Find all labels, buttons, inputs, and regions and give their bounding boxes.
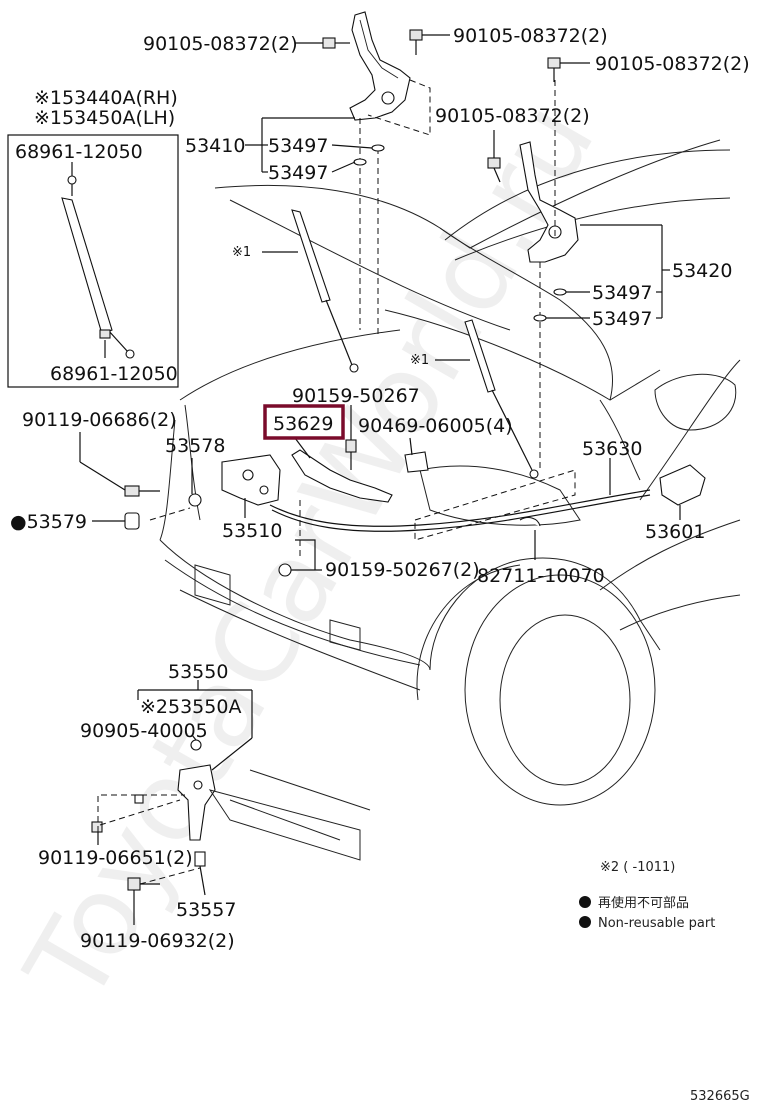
label-90119-06686[interactable]: 90119-06686(2) [22, 409, 177, 431]
label-53550[interactable]: 53550 [168, 661, 228, 683]
label-53497-b[interactable]: 53497 [268, 162, 328, 184]
hood-hinge-lh [349, 11, 431, 335]
hood-release-cable [269, 464, 706, 577]
label-68961-bottom[interactable]: 68961-12050 [50, 363, 178, 385]
label-53420[interactable]: 53420 [672, 260, 732, 282]
label-53629[interactable]: 53629 [273, 413, 333, 435]
label-53578[interactable]: 53578 [165, 435, 225, 457]
highlight-box [263, 404, 345, 440]
hood-lock-support [291, 439, 429, 503]
label-90159-bottom[interactable]: 90159-50267(2) [325, 559, 480, 581]
label-53410[interactable]: 53410 [185, 135, 245, 157]
label-90905[interactable]: 90905-40005 [80, 720, 208, 742]
legend: ※2 ( -1011) 再使用不可部品 Non-reusable part [579, 860, 715, 931]
label-90105-top-right[interactable]: 90105-08372(2) [595, 53, 750, 75]
label-82711[interactable]: 82711-10070 [477, 565, 605, 587]
legend-dot-en [579, 916, 591, 928]
label-53510[interactable]: 53510 [222, 520, 282, 542]
bolt-group [322, 29, 567, 322]
label-90105-top-center[interactable]: 90105-08372(2) [453, 25, 608, 47]
label-mark1-left[interactable]: ※1 [232, 245, 251, 260]
legend-note-mark2: ※2 ( -1011) [600, 860, 675, 875]
legend-nonreusable-en: Non-reusable part [598, 916, 715, 931]
watermark-text: ToyotaCarWorld.ru [1, 81, 619, 1023]
strut-inset-box [7, 134, 179, 388]
label-53450A[interactable]: ※153450A(LH) [34, 107, 175, 129]
label-68961-top[interactable]: 68961-12050 [15, 141, 143, 163]
legend-nonreusable-jp: 再使用不可部品 [598, 895, 689, 911]
label-53440A[interactable]: ※153440A(RH) [34, 87, 178, 109]
label-53630[interactable]: 53630 [582, 438, 642, 460]
label-90159-top[interactable]: 90159-50267 [292, 385, 420, 407]
label-53497-a[interactable]: 53497 [268, 135, 328, 157]
label-53579[interactable]: ●53579 [10, 511, 87, 533]
drawing-number: 532665G [690, 1089, 750, 1104]
label-90119-06932[interactable]: 90119-06932(2) [80, 930, 235, 952]
label-90105-mid-right[interactable]: 90105-08372(2) [435, 105, 590, 127]
hood-hinge-rh [519, 80, 579, 470]
leader-lines [71, 34, 681, 925]
label-90469[interactable]: 90469-06005(4) [358, 415, 513, 437]
dashed-guides [149, 469, 576, 560]
label-90105-top-left[interactable]: 90105-08372(2) [143, 33, 298, 55]
hood-struts [291, 209, 539, 479]
label-90119-06651[interactable]: 90119-06651(2) [38, 847, 193, 869]
part-labels: 90105-08372(2) 90105-08372(2) 90105-0837… [10, 25, 750, 952]
label-53497-c[interactable]: 53497 [592, 282, 652, 304]
label-53550A[interactable]: ※253550A [140, 696, 241, 718]
legend-dot-jp [579, 896, 591, 908]
vehicle-body [159, 139, 741, 806]
hood-lock-assembly [124, 454, 281, 530]
label-mark1-right[interactable]: ※1 [410, 353, 429, 368]
label-53557[interactable]: 53557 [176, 899, 236, 921]
label-53497-d[interactable]: 53497 [592, 308, 652, 330]
label-53601[interactable]: 53601 [645, 521, 705, 543]
